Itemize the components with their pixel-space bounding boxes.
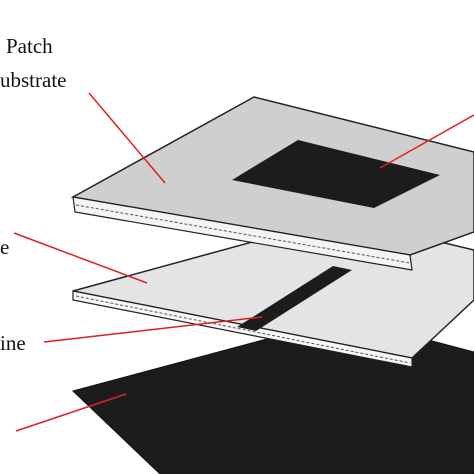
- upper-substrate-edge-dash: [75, 204, 411, 264]
- leader-line-ground: [15, 393, 127, 432]
- radiating-patch: [232, 140, 440, 208]
- leader-line-feed: [43, 316, 263, 343]
- upper-substrate-edge: [72, 196, 413, 271]
- leader-line-substrate: [88, 92, 166, 184]
- label-substrate: ubstrate: [0, 68, 66, 92]
- feed-line: [237, 266, 352, 331]
- label-patch: Patch: [6, 34, 53, 58]
- leader-line-patch: [379, 114, 474, 169]
- label-feed-line: ine: [0, 331, 26, 355]
- label-layer: e: [0, 235, 9, 259]
- leader-line-lower-substrate: [13, 232, 148, 284]
- lower-substrate-edge-dash: [75, 295, 411, 364]
- lower-substrate-edge: [72, 290, 413, 368]
